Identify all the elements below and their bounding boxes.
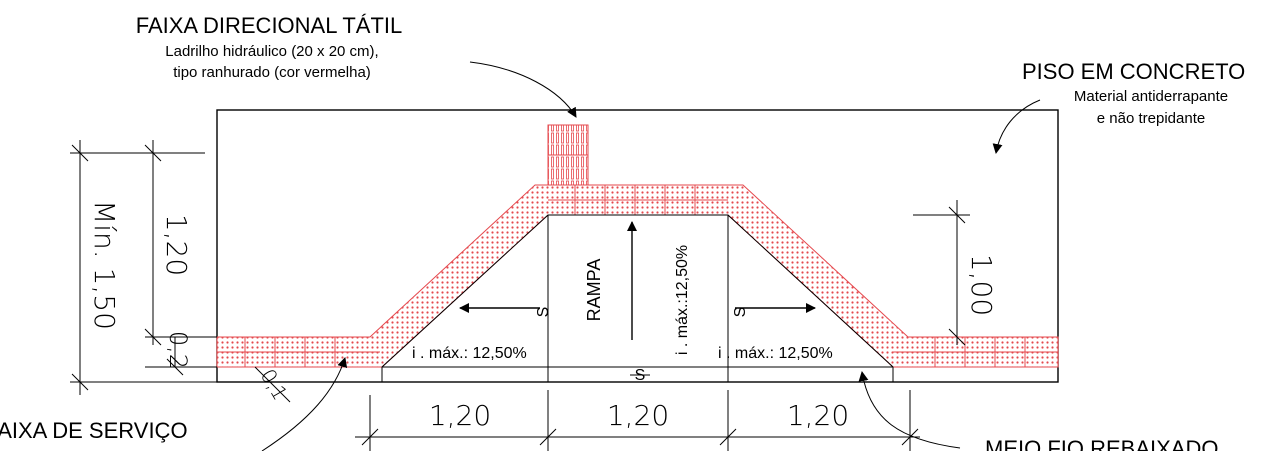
tactile-band-ramp bbox=[216, 184, 1059, 368]
piso-line2: e não trepidante bbox=[1097, 110, 1205, 127]
faixa-tatil-title: FAIXA DIRECIONAL TÁTIL bbox=[136, 13, 403, 38]
piso-title: PISO EM CONCRETO bbox=[1022, 59, 1245, 84]
right-dimension-lines bbox=[913, 200, 970, 346]
piso-line1: Material antiderrapante bbox=[1074, 88, 1228, 105]
slope-left-label: i . máx.: 12,50% bbox=[412, 345, 527, 362]
leader-faixa-servico bbox=[261, 357, 348, 451]
dim-120-vertical: 1,20 bbox=[160, 214, 193, 276]
meio-fio-label: MEIO FIO REBAIXADO bbox=[985, 436, 1218, 451]
slope-center-label: i . máx.:12,50% bbox=[674, 245, 691, 355]
faixa-tatil-line1: Ladrilho hidráulico (20 x 20 cm), bbox=[165, 43, 378, 60]
leader-faixa-tatil bbox=[469, 61, 577, 118]
tile-grid bbox=[217, 185, 1058, 367]
faixa-tatil-line2: tipo ranhurado (cor vermelha) bbox=[173, 64, 371, 81]
slope-right-label: i . máx.: 12,50% bbox=[718, 345, 833, 362]
s-bottom-label: S bbox=[635, 367, 646, 384]
dim-100: 1,00 bbox=[965, 254, 998, 316]
dim-02: 0,2 bbox=[164, 331, 192, 369]
leader-piso bbox=[992, 99, 1041, 154]
bottom-dimension-lines bbox=[355, 390, 920, 451]
s-left-label: S bbox=[535, 307, 552, 318]
leader-meio-fio bbox=[858, 371, 961, 449]
dim-120-center: 1,20 bbox=[607, 399, 669, 432]
s-right-label: S bbox=[732, 307, 749, 318]
faixa-servico-label: FAIXA DE SERVIÇO bbox=[0, 418, 188, 443]
dim-120-left: 1,20 bbox=[429, 399, 491, 432]
rampa-label: RAMPA bbox=[584, 259, 604, 322]
ramp-geometry bbox=[381, 214, 894, 383]
dim-120-right: 1,20 bbox=[787, 399, 849, 432]
left-dimension-lines bbox=[70, 140, 291, 403]
dim-min-150: Mín. 1,50 bbox=[88, 200, 121, 330]
